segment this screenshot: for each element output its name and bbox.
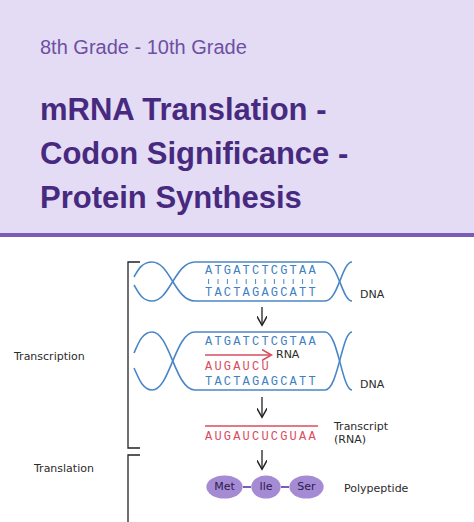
transcript-strand: AUGAUCUCGUAA: [205, 430, 318, 444]
amino-acid-bead: Ile: [251, 475, 281, 499]
dna-strand: ATGATCTCGTAA: [205, 264, 318, 278]
stage-label: Transcription: [14, 350, 85, 363]
rna-strand: AUGAUCU: [205, 360, 271, 374]
transcript-label: Transcript (RNA): [334, 420, 396, 446]
amino-acid-bead: Ser: [289, 475, 324, 499]
dna-strand: TACTAGAGCATT: [205, 286, 318, 300]
peptide-bond: [281, 486, 289, 488]
stage-label: Translation: [34, 462, 94, 475]
grade-range: 8th Grade - 10th Grade: [40, 36, 247, 59]
dna-strand: TACTAGAGCATT: [205, 375, 318, 389]
page-title: mRNA Translation - Codon Significance - …: [40, 88, 390, 220]
amino-acid-bead: Met: [206, 475, 243, 499]
amino-acid-name: Ile: [251, 475, 281, 499]
polypeptide-label: Polypeptide: [344, 482, 408, 495]
dna-label: DNA: [360, 288, 384, 301]
rna-label: RNA: [276, 348, 299, 361]
dna-strand: ATGATCTCGTAA: [205, 335, 318, 349]
amino-acid-name: Met: [206, 475, 243, 499]
peptide-bond: [243, 486, 251, 488]
amino-acid-name: Ser: [289, 475, 324, 499]
dna-label: DNA: [360, 378, 384, 391]
header-rule: [0, 233, 474, 237]
